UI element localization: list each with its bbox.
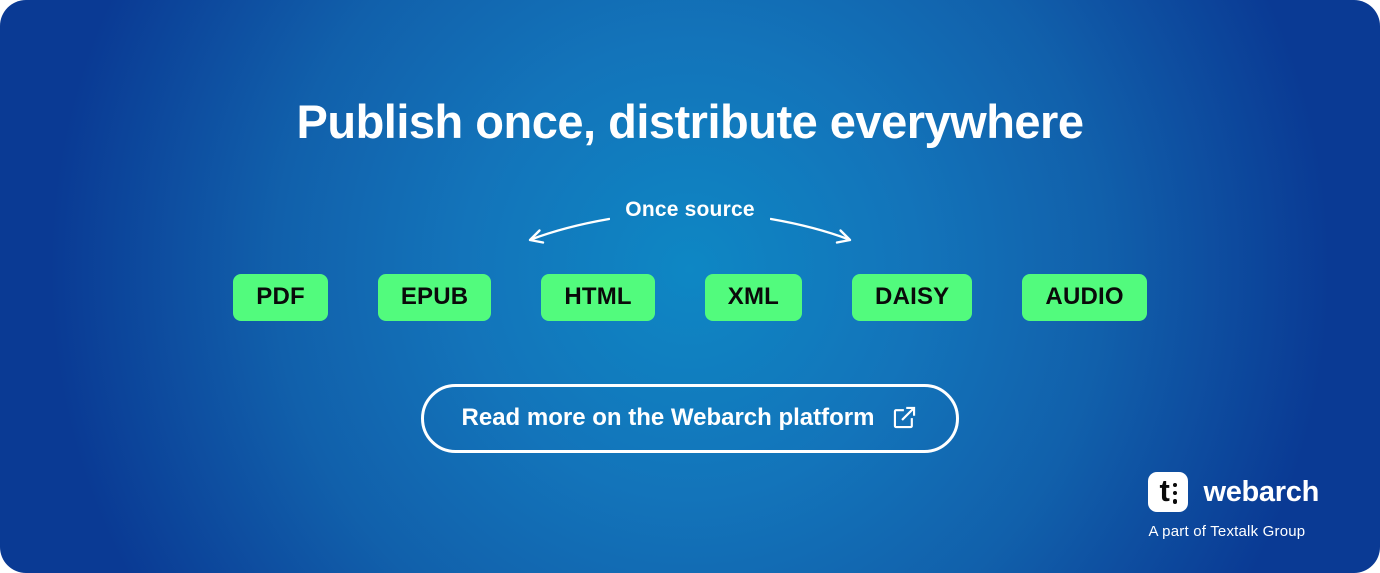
logo-dots-icon <box>1172 482 1178 504</box>
webarch-logo-mark: t <box>1148 472 1189 512</box>
external-link-icon <box>891 404 918 431</box>
arrow-down-right-icon <box>769 216 856 246</box>
webarch-logo-block: t webarch A part of Textalk Group <box>1148 472 1319 540</box>
format-badge: AUDIO <box>1022 273 1147 321</box>
format-badge: XML <box>704 273 803 321</box>
format-badge: HTML <box>541 273 655 321</box>
banner-title: Publish once, distribute everywhere <box>296 95 1084 148</box>
logo-glyph: t <box>1159 472 1170 508</box>
format-badges-row: PDF EPUB HTML XML DAISY AUDIO <box>233 273 1147 321</box>
logo-tagline: A part of Textalk Group <box>1148 523 1306 540</box>
read-more-button[interactable]: Read more on the Webarch platform <box>420 383 960 453</box>
format-badge: DAISY <box>852 273 973 321</box>
arrow-down-left-icon <box>524 216 611 246</box>
source-annotation-label: Once source <box>625 197 755 221</box>
logo-name: webarch <box>1203 475 1319 508</box>
read-more-label: Read more on the Webarch platform <box>461 403 875 431</box>
source-annotation: Once source <box>524 192 855 248</box>
format-badge: EPUB <box>377 273 492 321</box>
format-badge: PDF <box>233 273 328 321</box>
